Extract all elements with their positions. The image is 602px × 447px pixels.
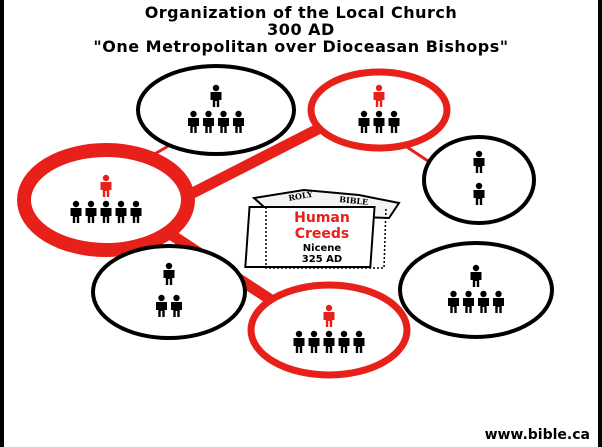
church-circle	[247, 281, 411, 379]
church-right-upper	[422, 135, 536, 225]
title-line-1: Organization of the Local Church	[144, 3, 458, 22]
church-circle	[422, 135, 536, 225]
church-circles	[17, 64, 554, 379]
church-circle	[398, 241, 554, 339]
book-label-nicene: Nicene	[303, 243, 342, 254]
church-top-center	[307, 68, 451, 152]
title-line-2: 300 AD	[267, 20, 335, 39]
book-label-creeds: Creeds	[295, 226, 350, 242]
church-diagram: ROLY BIBLE Human Creeds Nicene 325 AD	[17, 64, 554, 379]
church-circle	[17, 143, 195, 257]
church-bottom-left	[91, 244, 247, 340]
church-left	[17, 143, 195, 257]
church-right-lower	[398, 241, 554, 339]
book-cover-left: ROLY	[288, 189, 314, 203]
book-cover-right: BIBLE	[339, 194, 369, 207]
title-line-3: "One Metropolitan over Dioceasan Bishops…	[93, 37, 509, 56]
book-label-year: 325 AD	[302, 254, 342, 265]
church-circle	[136, 64, 296, 156]
connector-left-to-top	[176, 121, 327, 205]
church-circle	[307, 68, 451, 152]
book-label-human: Human	[294, 210, 350, 226]
church-top-left	[136, 64, 296, 156]
footer-url: www.bible.ca	[484, 427, 590, 443]
book-human-creeds: ROLY BIBLE Human Creeds Nicene 325 AD	[244, 189, 401, 269]
church-circle	[91, 244, 247, 340]
church-bottom-center	[247, 281, 411, 379]
